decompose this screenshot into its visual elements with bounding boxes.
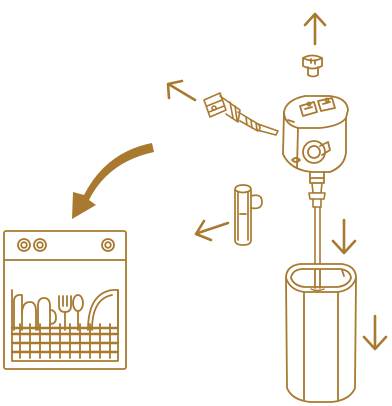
cap-icon	[303, 56, 322, 77]
arrow-up-icon	[305, 14, 325, 44]
small-part-icon	[235, 185, 262, 245]
arrow-down-icon	[333, 220, 355, 253]
arrow-down-icon	[364, 316, 386, 349]
arrow-left-icon	[196, 221, 228, 240]
container-icon	[286, 264, 356, 402]
arrow-up-left-icon	[168, 81, 195, 100]
nozzle-icon	[204, 93, 278, 135]
dishwasher-icon	[4, 231, 126, 369]
pump-head-icon	[283, 96, 348, 183]
curved-arrow-icon	[72, 143, 154, 219]
